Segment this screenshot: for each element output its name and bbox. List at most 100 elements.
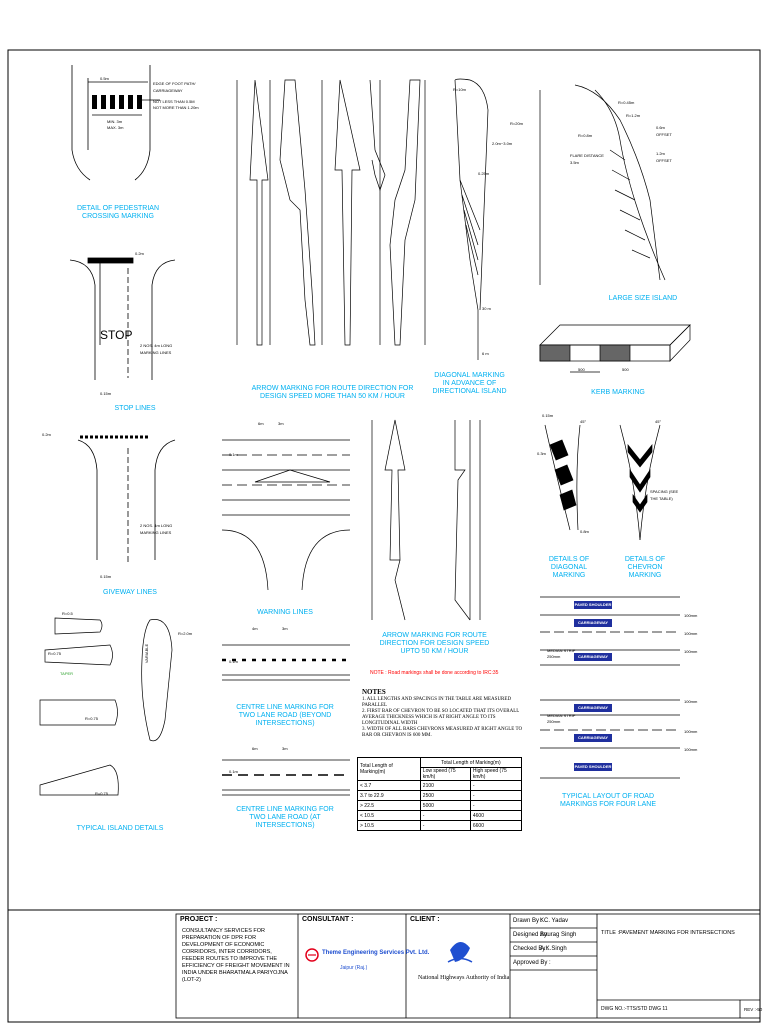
four-lane-drawing — [540, 596, 680, 779]
checked-label: Checked By : — [513, 946, 549, 952]
table-cell: 4600 — [469, 810, 523, 821]
designed-label: Designed By: — [513, 932, 549, 938]
diagonal-advance-drawing — [454, 78, 489, 360]
label-ped-05: 0.5m — [100, 76, 109, 81]
label-ca-3m: 3m — [282, 746, 288, 751]
label-r08: R=0.8m — [578, 133, 593, 138]
label-r045: R=0.45m — [618, 100, 635, 105]
caption-centre-at: CENTRE LINE MARKING FOR TWO LANE ROAD (A… — [236, 806, 334, 829]
table-cell: 2500 — [419, 790, 471, 801]
table-cell: 2100 — [419, 780, 471, 791]
label-r12: R=1.2m — [626, 113, 641, 118]
revision: REV :-50 — [744, 1007, 763, 1012]
label-stop-lanes: 2 NOS. 4m LONG MARKING LINES — [140, 343, 173, 355]
table-cell: 3.7 to 22.9 — [357, 790, 421, 801]
label-ped-edge: EDGE OF FOOT PATH/ CARRIAGEWAY — [153, 81, 196, 93]
label-median-250-2: 250mm — [547, 719, 561, 724]
drawing-title: TITLE :PAVEMENT MARKING FOR INTERSECTION… — [601, 930, 735, 936]
caption-kerb-marking: KERB MARKING — [591, 389, 645, 396]
centre-line-beyond-drawing — [222, 644, 350, 681]
label-r10: R=10m — [453, 87, 467, 92]
table-subheader-row: Low speed (75 km/h) High speed (75 km/h) — [358, 767, 523, 781]
project-label: PROJECT : — [180, 916, 218, 923]
label-100-3: 100mm — [684, 649, 698, 654]
table-row: < 10.5-4600 — [357, 810, 523, 821]
lane-carriageway-4: CARRIAGEWAY — [574, 734, 612, 742]
label-ca-01: 0.1m — [229, 769, 238, 774]
lane-carriageway-1: CARRIAGEWAY — [574, 619, 612, 627]
label-r20i: R=2.0m — [178, 631, 193, 636]
arrow-marking-slow-drawing — [371, 419, 481, 621]
label-kerb-500: 500 — [578, 367, 585, 372]
project-text: CONSULTANCY SERVICES FOR PREPARATION OF … — [182, 928, 290, 983]
label-r075c: R=0.75 — [95, 791, 109, 796]
table-cell: - — [419, 810, 471, 821]
table-cell: < 10.5 — [357, 810, 421, 821]
label-flare: FLARE DISTANCE 3.5m — [570, 153, 604, 165]
theme-logo — [305, 948, 319, 962]
approved-label: Approved By : — [513, 960, 551, 966]
caption-warning-lines: WARNING LINES — [257, 609, 313, 616]
label-stop-02: 0.2m — [135, 251, 144, 256]
table-header-high: High speed (75 km/h) — [469, 767, 523, 781]
label-ped-min: MIN. 3m — [107, 119, 123, 124]
table-header-total-2: Total Length of Marking(m) — [419, 757, 523, 768]
label-diag-015: 0.15m — [542, 413, 554, 418]
label-variable: VARIABLE — [144, 643, 150, 664]
caption-four-lane: TYPICAL LAYOUT OF ROAD MARKINGS FOR FOUR… — [559, 793, 657, 808]
drawn-value: KC. Yadav — [540, 918, 569, 924]
table-row: > 10.5-6600 — [357, 820, 523, 831]
caption-stop-lines: STOP LINES — [114, 405, 156, 412]
label-ped-notmore: NOT MORE THAN 1.20m — [153, 105, 199, 110]
label-offset2: 1.2m OFFSET — [656, 151, 672, 163]
nhai-logo — [447, 941, 473, 963]
label-100-5: 100mm — [684, 729, 698, 734]
caption-pedestrian-crossing: DETAIL OF PEDESTRIAN CROSSING MARKING — [76, 205, 160, 220]
table-cell: < 3.7 — [357, 780, 421, 791]
label-cb-4m: 4m — [252, 626, 258, 631]
label-giveway-02: 0.2m — [42, 432, 51, 437]
table-cell: - — [419, 820, 471, 831]
label-d6: 6 m — [482, 351, 489, 356]
warning-lines-drawing — [221, 439, 351, 591]
chevron-detail-drawing — [619, 424, 661, 541]
label-warn-01: 0.1m — [229, 452, 238, 457]
caption-island-details: TYPICAL ISLAND DETAILS — [76, 825, 164, 832]
consultant-city: Jaipur (Raj.) — [340, 965, 368, 971]
designed-value: Anurag Singh — [540, 932, 577, 938]
label-stop-015: 0.15m — [100, 391, 112, 396]
stop-lines-drawing — [69, 257, 176, 380]
label-ped-notless: NOT LESS THAN 0.5M — [153, 99, 195, 104]
label-100-4: 100mm — [684, 699, 698, 704]
caption-giveway-lines: GIVEWAY LINES — [103, 589, 157, 596]
lane-carriageway-2: CARRIAGEWAY — [574, 653, 612, 661]
label-taper: TAPER — [60, 671, 74, 676]
table-cell: - — [469, 780, 523, 791]
diagonal-detail-drawing — [544, 424, 581, 531]
notes-title: NOTES — [362, 688, 386, 696]
label-cb-01: 0.1m — [229, 659, 238, 664]
label-ped-max: MAX. 3m — [107, 125, 124, 130]
drawing-number: DWG NO.:-TTS/STD DWG 11 — [601, 1006, 668, 1012]
notes-item-1: 1. ALL LENGTHS AND SPACINGS IN THE TABLE… — [362, 697, 512, 708]
label-ca-6m: 6m — [252, 746, 258, 751]
table-cell: > 22.5 — [357, 800, 421, 811]
notes-block: NOTES 1. ALL LENGTHS AND SPACINGS IN THE… — [362, 688, 532, 739]
client-name: National Highways Authority of India — [418, 975, 510, 981]
label-diag-08: 0.8m — [580, 529, 589, 534]
caption-large-island: LARGE SIZE ISLAND — [608, 295, 678, 302]
pedestrian-crossing-drawing — [71, 65, 160, 181]
irc-note: NOTE : Road markings shall be done accor… — [370, 670, 499, 676]
label-100-2: 100mm — [684, 631, 698, 636]
giveway-lines-drawing — [77, 435, 176, 565]
label-w025: 0.25m — [478, 171, 490, 176]
lane-paved-shoulder-bottom: PAVED SHOULDER — [574, 763, 612, 771]
checked-value: A.K.Singh — [540, 946, 567, 952]
label-spacing: SPACING (SEE THE TABLE) — [650, 489, 679, 501]
label-100-6: 100mm — [684, 747, 698, 752]
label-diag-03: 0.3m — [537, 451, 546, 456]
